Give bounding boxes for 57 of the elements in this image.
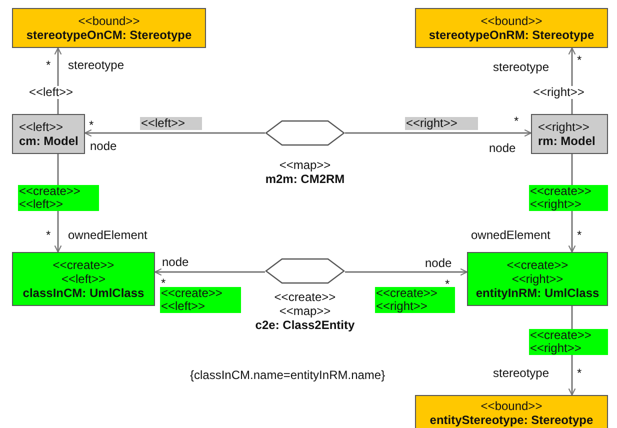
edge-label: <<right>> (405, 117, 478, 130)
stereotype-label: <<create>> (274, 290, 336, 304)
role-label: stereotype (493, 366, 550, 380)
edge-label: <<create>> <<right>> (375, 287, 455, 313)
stereotype-label: <<bound>> (480, 14, 542, 28)
object-name: cm: Model (19, 134, 78, 148)
role-label: * (46, 58, 51, 72)
object-name: c2e: Class2Entity (255, 318, 355, 332)
role-label: * (89, 118, 94, 132)
stereotype-label: <<right>> (512, 272, 564, 286)
role-label: * (577, 228, 582, 242)
edge-label: <<create>> <<left>> (160, 287, 241, 313)
object-name: classInCM: UmlClass (22, 286, 144, 300)
stereotype-label: <<map>> (279, 158, 331, 172)
constraint-note: {classInCM.name=entityInRM.name} (190, 368, 386, 382)
stereotype-label: <<left>> (61, 272, 106, 286)
role-label: stereotype (68, 58, 124, 72)
role-label: node (90, 139, 117, 153)
role-label: ownedElement (68, 228, 148, 242)
stereotype-box (12, 8, 206, 48)
stereotype-label: <<create>> (506, 258, 568, 272)
class-box (12, 252, 155, 306)
edge-label: <<left>> (140, 117, 202, 130)
object-name: entityInRM: UmlClass (476, 286, 600, 300)
association-arrow (345, 268, 468, 276)
model-box (531, 114, 608, 154)
object-name: entityStereotype: Stereotype (430, 413, 594, 427)
role-label: * (46, 228, 51, 242)
model-box (12, 114, 85, 154)
association-arrow (154, 268, 265, 276)
edge-label: <<create>> <<right>> (529, 185, 608, 211)
class-box (467, 252, 608, 306)
object-name: stereotypeOnCM: Stereotype (26, 28, 192, 42)
stereotype-label: <<right>> (538, 120, 590, 134)
role-label: * (577, 366, 582, 380)
stereotype-label: <<map>> (279, 304, 331, 318)
role-label: node (425, 256, 452, 270)
role-label: node (162, 255, 189, 269)
role-label: stereotype (493, 60, 550, 74)
object-name: m2m: CM2RM (265, 172, 345, 186)
role-label: ownedElement (471, 228, 550, 242)
stereotype-label: <<left>> (19, 120, 64, 134)
role-label: * (514, 114, 519, 128)
edge-label: <<create>> <<right>> (529, 329, 608, 355)
stereotype-label: <<create>> (52, 258, 114, 272)
edge-label: <<create>> <<left>> (18, 185, 99, 211)
association-arrow (84, 129, 265, 137)
role-label: * (577, 53, 582, 67)
stereotype-label: <<bound>> (78, 14, 140, 28)
stereotype-box (415, 8, 608, 48)
role-label: * (161, 276, 166, 290)
object-name: rm: Model (538, 134, 596, 148)
association-arrow (345, 129, 532, 137)
stereotype-box (415, 395, 608, 428)
object-name: stereotypeOnRM: Stereotype (428, 28, 594, 42)
role-label: node (489, 141, 516, 155)
stereotype-label: <<bound>> (480, 399, 542, 413)
